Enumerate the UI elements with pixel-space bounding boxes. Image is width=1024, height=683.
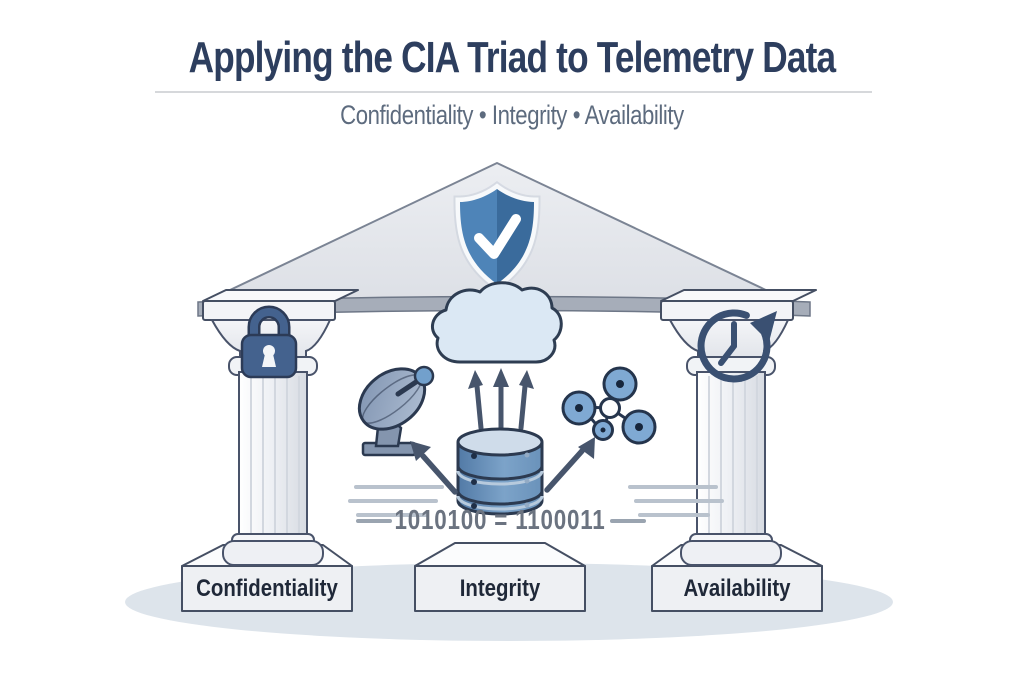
database-icon: [456, 427, 544, 516]
outbound-arrows: [410, 437, 595, 495]
satellite-dish-icon: [357, 365, 435, 457]
plinth-integrity: [414, 542, 586, 612]
page-subtitle: Confidentiality • Integrity • Availabili…: [340, 100, 684, 130]
cloud-icon: [430, 281, 563, 364]
padlock-icon: [240, 305, 298, 379]
header-divider: [155, 91, 872, 93]
upload-arrows-icon: [468, 368, 534, 431]
right-column-base: [680, 533, 782, 566]
pillar-label-integrity: Integrity: [459, 575, 541, 602]
pillar-label-confidentiality: Confidentiality: [196, 575, 338, 602]
clock-history-icon: [697, 309, 777, 383]
pillar-label-availability: Availability: [683, 575, 791, 602]
network-nodes-icon: [561, 366, 657, 445]
right-pillar: [660, 289, 817, 547]
binary-equality-text: 1010100 = 1100011: [394, 504, 606, 535]
left-column-base: [222, 533, 324, 566]
page-title: Applying the CIA Triad to Telemetry Data: [188, 33, 836, 82]
data-stream-lines: [348, 485, 724, 517]
